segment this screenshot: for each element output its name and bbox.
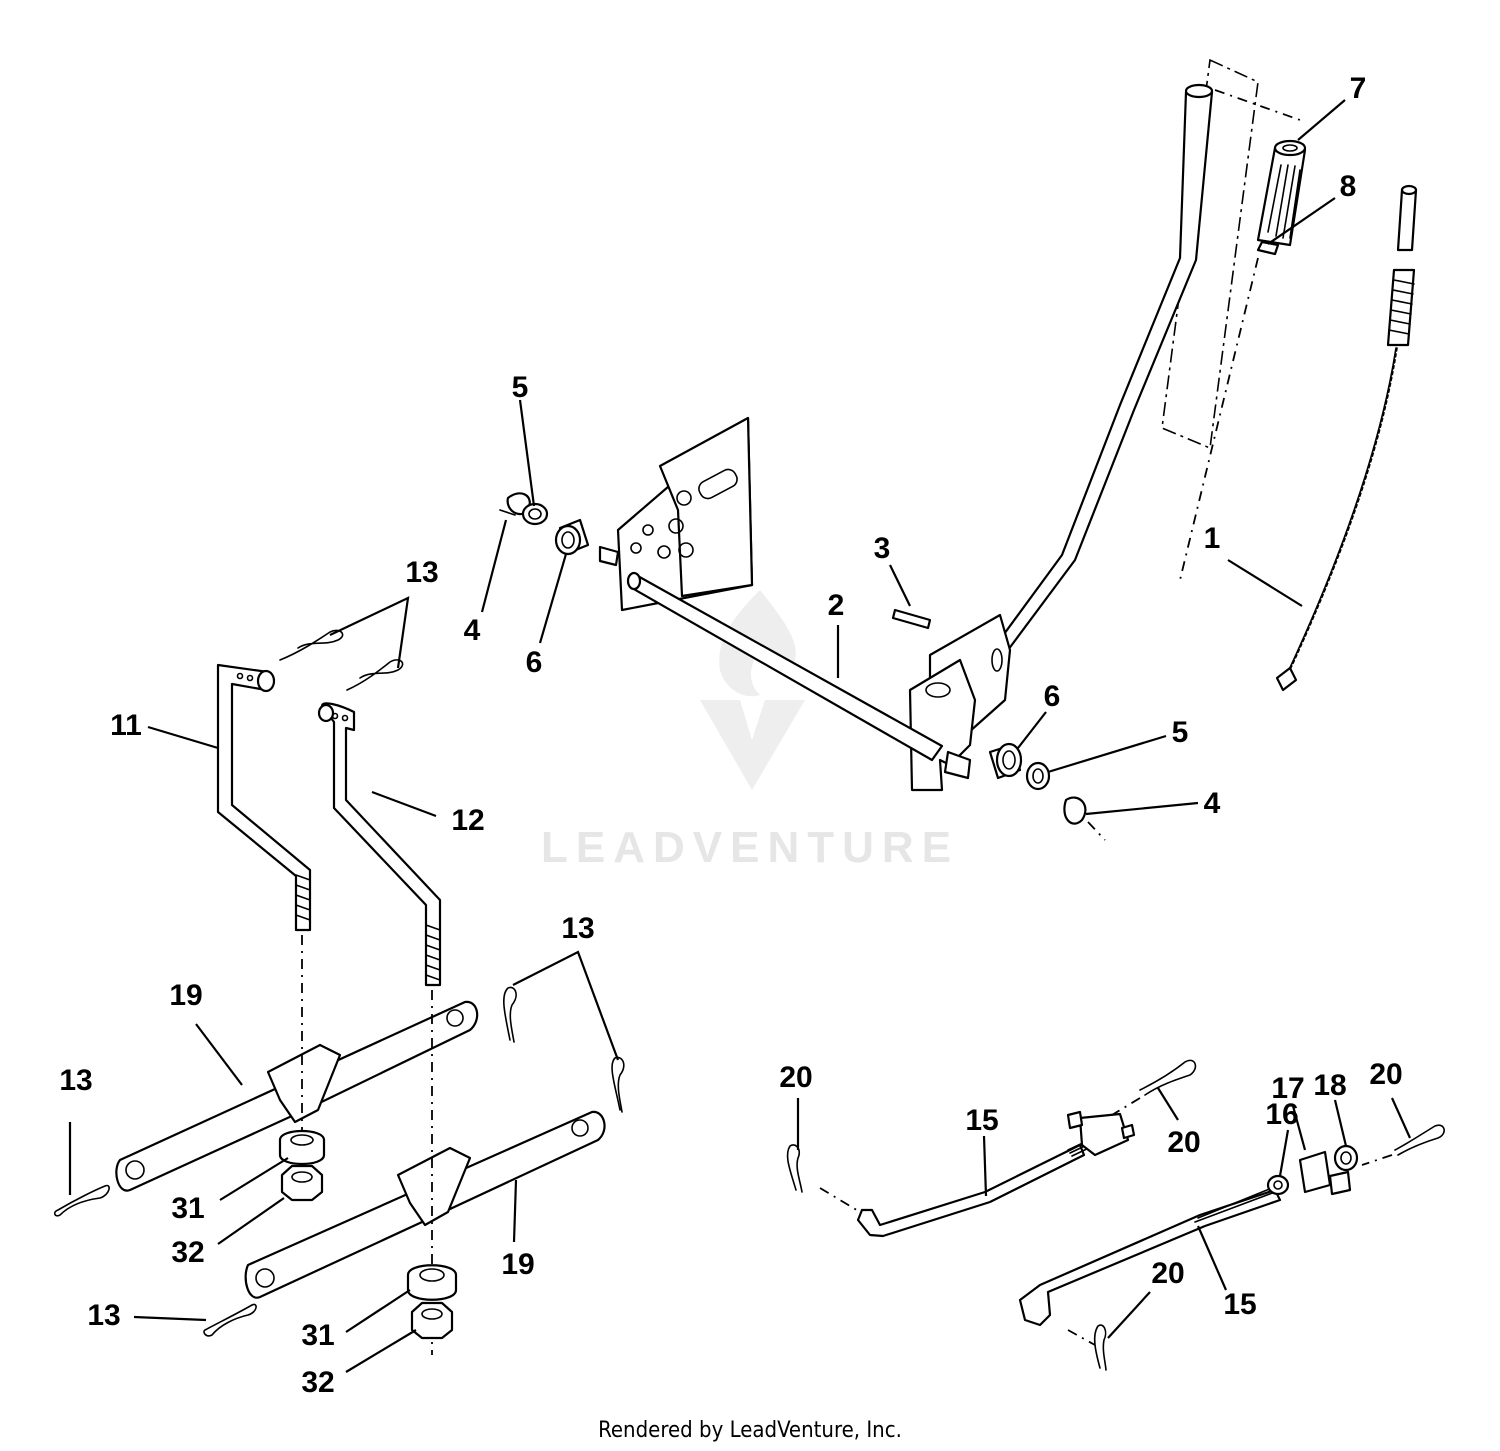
lift-lever — [908, 83, 1214, 792]
grip-centerline — [1179, 257, 1259, 581]
left-shaft-hardware — [499, 492, 590, 556]
callout-6-left: 6 — [526, 646, 543, 679]
hair-pin-13-lower-right — [611, 1056, 625, 1113]
hair-pin-20-top — [1139, 1059, 1197, 1096]
callout-1: 1 — [1204, 522, 1221, 555]
spacer-31-lower — [406, 1264, 458, 1301]
callout-19-upper: 19 — [169, 979, 202, 1012]
callout-8: 8 — [1340, 170, 1357, 203]
watermark-text: LEADVENTURE — [541, 823, 959, 872]
callout-2: 2 — [828, 589, 845, 622]
callout-31-lower: 31 — [301, 1319, 334, 1352]
callout-6-right: 6 — [1044, 680, 1061, 713]
hair-pin-20-right — [1394, 1124, 1445, 1156]
hair-pin-20-left — [786, 1144, 803, 1193]
nut-32-lower — [410, 1301, 454, 1340]
hair-pin-13-top-b — [346, 659, 404, 691]
nut-32-upper — [280, 1164, 324, 1202]
callout-13-right: 13 — [561, 912, 594, 945]
hair-pin-13-top-a — [279, 629, 344, 661]
hair-pin-20-bottom — [1093, 1324, 1107, 1371]
lift-link-11 — [216, 663, 312, 932]
callout-13-bottom: 13 — [87, 1299, 120, 1332]
lift-arm-19-lower — [244, 1110, 606, 1299]
callout-19-lower: 19 — [501, 1248, 534, 1281]
callout-20-top: 20 — [1167, 1126, 1200, 1159]
callout-15-lower: 15 — [1223, 1288, 1256, 1321]
pin-20-top-centerline — [1111, 1097, 1141, 1116]
callout-17: 17 — [1271, 1072, 1304, 1105]
callout-18: 18 — [1313, 1069, 1346, 1102]
pin-20-left-centerline — [819, 1187, 861, 1213]
callout-16: 16 — [1265, 1098, 1298, 1131]
lift-shaft — [598, 545, 972, 780]
footer-credit: Rendered by LeadVenture, Inc. — [598, 1418, 902, 1443]
lift-arm-19-upper — [115, 1000, 479, 1192]
callout-11: 11 — [110, 709, 142, 742]
callout-13-top: 13 — [405, 556, 438, 589]
callout-20-right: 20 — [1369, 1058, 1402, 1091]
callout-5-left: 5 — [512, 371, 529, 404]
adjuster-rod-15-lower — [1018, 1144, 1359, 1327]
hair-pin-13-upper-right — [502, 986, 517, 1043]
callout-20-bottom: 20 — [1151, 1257, 1184, 1290]
callout-5-right: 5 — [1172, 716, 1189, 749]
callout-3: 3 — [874, 532, 891, 565]
callout-15-upper: 15 — [965, 1104, 998, 1137]
lift-link-12 — [317, 702, 442, 987]
hair-pin-13-left — [53, 1184, 110, 1217]
right-shaft-hardware — [988, 742, 1106, 841]
pin-20-bottom-centerline — [1067, 1329, 1096, 1346]
callout-12: 12 — [451, 804, 484, 837]
roll-pin — [891, 608, 932, 630]
callout-13-left: 13 — [59, 1064, 92, 1097]
callout-4-right: 4 — [1204, 787, 1221, 820]
callout-4-left: 4 — [464, 614, 481, 647]
mounting-plate — [616, 416, 754, 612]
callout-32-upper: 32 — [171, 1236, 204, 1269]
leadventure-watermark-logo: LEADVENTURE — [541, 590, 959, 872]
adjuster-nut-18 — [1333, 1144, 1359, 1172]
lift-cable — [1275, 184, 1418, 692]
callout-7: 7 — [1350, 72, 1367, 105]
grip-leader-extension — [1214, 89, 1301, 121]
hair-pin-13-bottom — [203, 1303, 257, 1337]
adjuster-nut-16 — [1266, 1174, 1290, 1196]
callout-32-lower: 32 — [301, 1366, 334, 1399]
callout-20-left: 20 — [779, 1061, 812, 1094]
spacer-31-upper — [278, 1130, 326, 1165]
callout-31-upper: 31 — [171, 1192, 204, 1225]
adjuster-block-17 — [1298, 1150, 1332, 1194]
pin-20-right-centerline — [1361, 1154, 1393, 1166]
callout-labels: 1 2 3 4 4 5 5 6 6 7 8 11 12 13 13 13 13 … — [59, 72, 1402, 1399]
handle-grip — [1256, 139, 1307, 256]
callout-leaders — [68, 99, 1412, 1373]
